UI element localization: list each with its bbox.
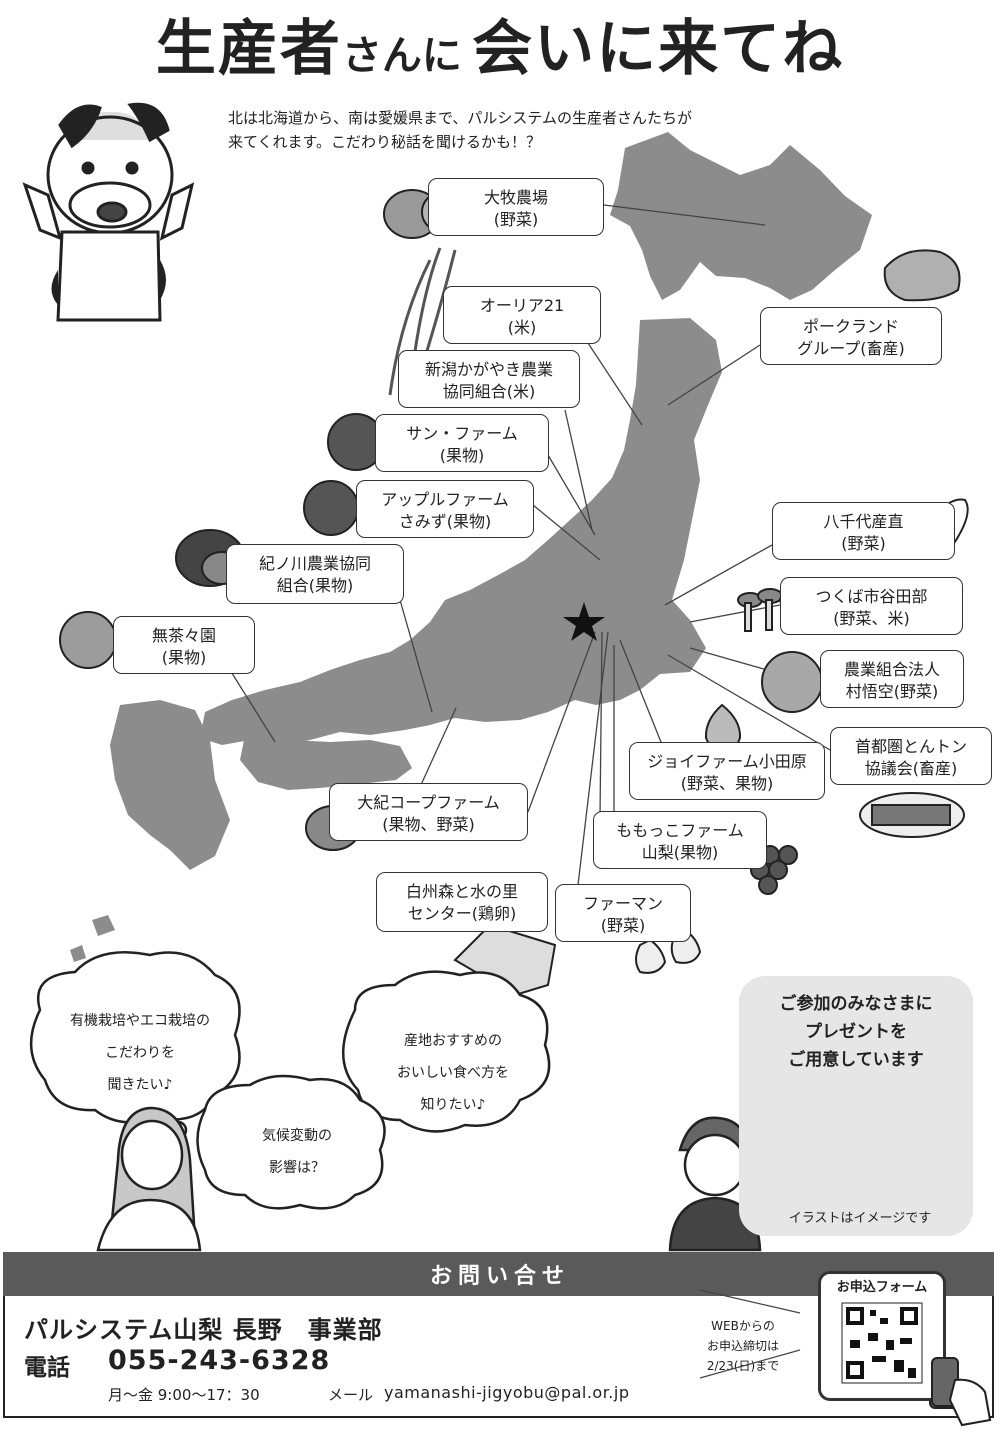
application-form-label: お申込フォーム [836,1280,928,1295]
bubble-line: 影響は？ [269,1160,325,1176]
producer-name: サン・ファーム [406,424,518,443]
producer-name: 新潟かがやき農業 [424,360,553,379]
producer-category: (野菜、米) [833,609,910,628]
producer-category: (果物) [439,446,485,465]
producer-category: (野菜) [600,916,646,935]
producer-category: 協議会(畜産) [864,759,958,778]
producer-box: オーリア21 (米) [443,286,601,344]
email-label: メール [328,1386,374,1404]
woman-illustration [96,1106,202,1252]
producer-name: つくば市谷田部 [815,587,928,606]
producer-name: アップルファーム [381,490,509,509]
bubble-line: 有機栽培やエコ栽培の [70,1013,210,1029]
japan-map [70,132,872,962]
producer-category: センター(鶏卵) [407,904,517,923]
intro-line-1: 北は北海道から、南は愛媛県まで、パルシステムの生産者さんたちが [228,109,692,127]
producer-category: (野菜、果物) [680,774,774,793]
title-part2: さんに [341,33,462,79]
present-line: プレゼントを [805,1022,907,1042]
deadline-line: お申込締切は [706,1339,779,1353]
producer-name: ももっこファーム [616,821,744,840]
title-part1: 生産者 [155,14,342,84]
page-title: 生産者さんに 会いに来てね [0,0,1000,86]
present-line: ご用意しています [788,1050,924,1070]
producer-category: 山梨(果物) [641,843,719,862]
producer-box: 無茶々園 (果物) [113,616,255,674]
intro-text: 北は北海道から、南は愛媛県まで、パルシステムの生産者さんたちが 来てくれます。こ… [228,106,788,154]
office-hours: 月～金 9:00～17：30 [108,1386,260,1404]
producer-box: つくば市谷田部 (野菜、米) [780,577,963,635]
bubble-line: 聞きたい♪ [107,1077,173,1093]
bubble-line: こだわりを [105,1045,175,1061]
bubble-organic: 有機栽培やエコ栽培の こだわりを 聞きたい♪ [40,1005,240,1101]
producer-name: オーリア21 [479,296,565,315]
producer-box: 八千代産直 (野菜) [772,502,955,560]
producer-name: 首都圏とんトン [854,737,967,756]
garlic-icon [635,938,667,974]
bubble-recipe: 産地おすすめの おいしい食べ方を 知りたい♪ [358,1025,548,1121]
producer-name: 白州森と水の里 [405,882,518,901]
producer-name: ジョイファーム小田原 [647,752,807,771]
producer-box: 首都圏とんトン 協議会(畜産) [830,727,992,785]
producer-category: さみず(果物) [398,512,492,531]
organization-name: パルシステム山梨 長野 事業部 [24,1316,383,1344]
bubble-line: 気候変動の [262,1128,332,1144]
producer-category: (野菜) [841,534,886,553]
bubble-line: 知りたい♪ [420,1097,486,1113]
deadline-line: 2/23(日)まで [706,1359,780,1373]
producer-name: ポークランド [802,317,899,336]
phone-label: 電話 [24,1355,70,1381]
producer-box: 新潟かがやき農業 協同組合(米) [398,350,580,408]
connector-lines [229,204,831,886]
contact-title: お問い合せ [429,1264,570,1289]
phone-number: 055-243-6328 [108,1345,331,1376]
star-icon [563,602,605,641]
producer-name: 大牧農場 [483,188,548,207]
cow-mascot-icon [22,102,195,322]
producer-category: (米) [507,318,537,337]
producer-name: 八千代産直 [823,512,904,531]
producer-box: ファーマン (野菜) [555,884,691,942]
producer-box: 農業組合法人 村悟空(野菜) [820,650,964,708]
producer-box: ももっこファーム 山梨(果物) [593,811,767,869]
producer-box: サン・ファーム (果物) [375,414,549,472]
producer-name: 紀ノ川農業協同 [258,554,371,573]
producer-name: ファーマン [582,894,663,913]
present-message: ご参加のみなさまに プレゼントを ご用意しています [745,990,967,1074]
producer-box: 大牧農場 (野菜) [428,178,604,236]
producer-category: グループ(畜産) [797,339,905,358]
producer-box: 紀ノ川農業協同 組合(果物) [226,544,404,604]
producer-category: (果物) [161,648,207,667]
present-note: イラストはイメージです [788,1211,932,1226]
bubble-climate: 気候変動の 影響は？ [212,1120,382,1184]
producer-name: 農業組合法人 [843,660,940,679]
producer-box: ジョイファーム小田原 (野菜、果物) [629,742,825,800]
cabbage-icon [761,651,823,713]
present-line: ご参加のみなさまに [779,994,933,1014]
pork-meat-icon [883,249,961,302]
present-panel [739,976,973,1236]
producer-box: 白州森と水の里 センター(鶏卵) [376,872,548,932]
email-address: yamanashi-jigyobu@pal.or.jp [384,1383,630,1402]
producer-category: 組合(果物) [276,576,354,595]
title-part3: 会いに来てね [472,14,845,84]
producer-name: 大紀コープファーム [357,793,500,812]
producer-box: ポークランド グループ(畜産) [760,307,942,365]
thought-bubbles [29,951,551,1210]
bubble-line: 産地おすすめの [404,1033,502,1049]
producer-box: 大紀コープファーム (果物、野菜) [329,783,528,841]
producer-category: 協同組合(米) [442,382,536,401]
mikan-icon [59,611,117,669]
producer-category: 村悟空(野菜) [845,682,939,701]
deadline-line: WEBからの [711,1319,775,1333]
producer-category: (果物、野菜) [382,815,475,834]
apple-icon [303,480,359,536]
producer-category: (野菜) [493,210,539,229]
producer-box: アップルファーム さみず(果物) [356,480,534,538]
producer-name: 無茶々園 [151,626,216,645]
deadline-text: WEBからの お申込締切は 2/23(日)まで [684,1316,802,1376]
bubble-line: おいしい食べ方を [397,1065,509,1081]
intro-line-2: 来てくれます。こだわり秘話を聞けるかも！？ [228,133,542,151]
